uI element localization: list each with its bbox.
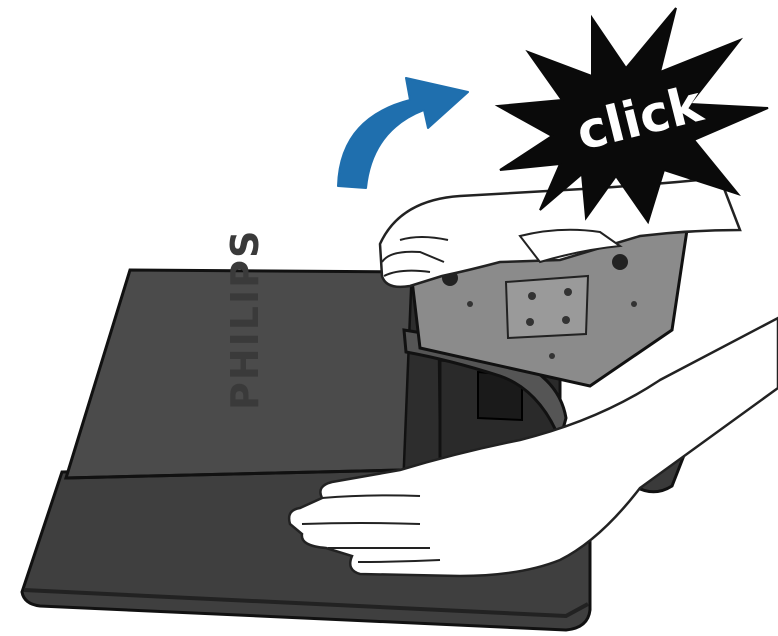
screw-hole <box>564 288 572 296</box>
brand-logo-text: PHILIPS <box>223 229 267 410</box>
rotate-arrow-icon <box>338 78 468 188</box>
arrow-shaft <box>338 78 468 188</box>
plate-vesa-square <box>506 276 588 338</box>
screw-hole <box>549 353 555 359</box>
screw-hole <box>467 301 473 307</box>
mount-hole <box>612 254 628 270</box>
screw-hole <box>631 301 637 307</box>
click-burst: click <box>498 8 768 222</box>
screw-hole <box>562 316 570 324</box>
screw-hole <box>528 292 536 300</box>
screw-hole <box>526 318 534 326</box>
